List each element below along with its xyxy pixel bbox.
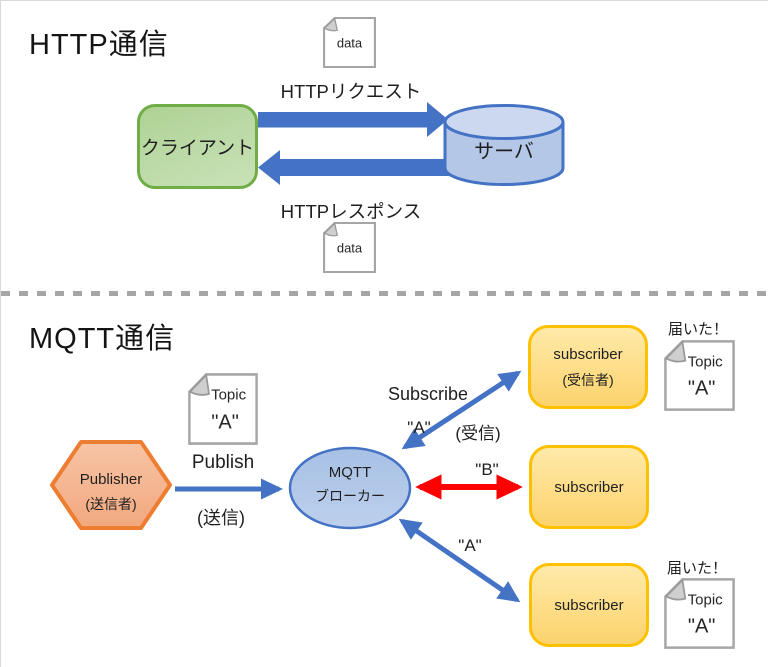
mqtt-section-title: MQTT通信: [29, 323, 176, 355]
subscribe-label: Subscribe: [387, 384, 469, 404]
document-icon: [323, 17, 376, 68]
http-response-label: HTTPレスポンス: [280, 201, 422, 222]
publish-note-label: (送信): [197, 508, 245, 528]
document-icon: [188, 373, 258, 445]
topic-b-label: "B": [475, 460, 499, 479]
data-doc-label: data: [336, 240, 363, 255]
section-divider-dashed-line: [1, 291, 768, 296]
publisher-label: Publisher (送信者): [80, 467, 143, 516]
received-label-bottom: 届いた！: [666, 560, 728, 577]
subscribe-topic-label: "A": [407, 418, 431, 437]
topic-a-bottom-arrow: [398, 518, 521, 603]
client-node: クライアント: [137, 104, 258, 189]
subscribe-note-label: (受信): [455, 424, 501, 443]
document-icon: [664, 340, 735, 411]
publisher-label-line1: Publisher: [79, 471, 143, 488]
publish-topic-document-icon: Topic "A": [188, 373, 258, 445]
data-document-icon-top: data: [323, 17, 376, 68]
document-icon: [323, 222, 376, 273]
http-request-label: HTTPリクエスト: [280, 81, 422, 102]
received-doc-title-top: Topic: [687, 353, 723, 371]
received-doc-title-bottom: Topic: [687, 591, 723, 609]
publish-doc-value: "A": [211, 411, 239, 434]
http-request-arrow: [258, 102, 448, 137]
client-label: クライアント: [140, 138, 255, 159]
received-doc-value-top: "A": [687, 377, 716, 400]
data-document-icon-bottom: data: [323, 222, 376, 273]
publish-label: Publish: [191, 452, 255, 473]
subscriber-node-3: subscriber: [529, 563, 649, 647]
received-doc-value-bottom: "A": [687, 615, 716, 638]
server-label: サーバ: [474, 141, 534, 163]
received-topic-document-icon-bottom: Topic "A": [664, 578, 735, 649]
received-label-top: 届いた！: [667, 321, 729, 338]
broker-label-line2: ブローカー: [315, 488, 385, 504]
http-response-arrow: [258, 150, 461, 185]
broker-label: MQTT ブローカー: [315, 461, 385, 507]
subscriber-1-line1: subscriber: [553, 345, 623, 363]
http-section-title: HTTP通信: [29, 29, 169, 61]
subscriber-node-2: subscriber: [529, 445, 649, 529]
subscriber-1-line2: (受信者): [562, 371, 614, 388]
received-topic-document-icon-top: Topic "A": [664, 340, 735, 411]
subscriber-node-1: subscriber (受信者): [528, 325, 648, 409]
publisher-label-line2: (送信者): [85, 495, 137, 512]
data-doc-label: data: [336, 35, 363, 50]
broker-label-line1: MQTT: [328, 464, 372, 481]
publish-doc-title: Topic: [211, 386, 247, 404]
subscriber-3-line1: subscriber: [554, 596, 624, 614]
subscriber-2-line1: subscriber: [554, 478, 624, 496]
document-icon: [664, 578, 735, 649]
topic-a-bottom-label: "A": [458, 536, 482, 555]
